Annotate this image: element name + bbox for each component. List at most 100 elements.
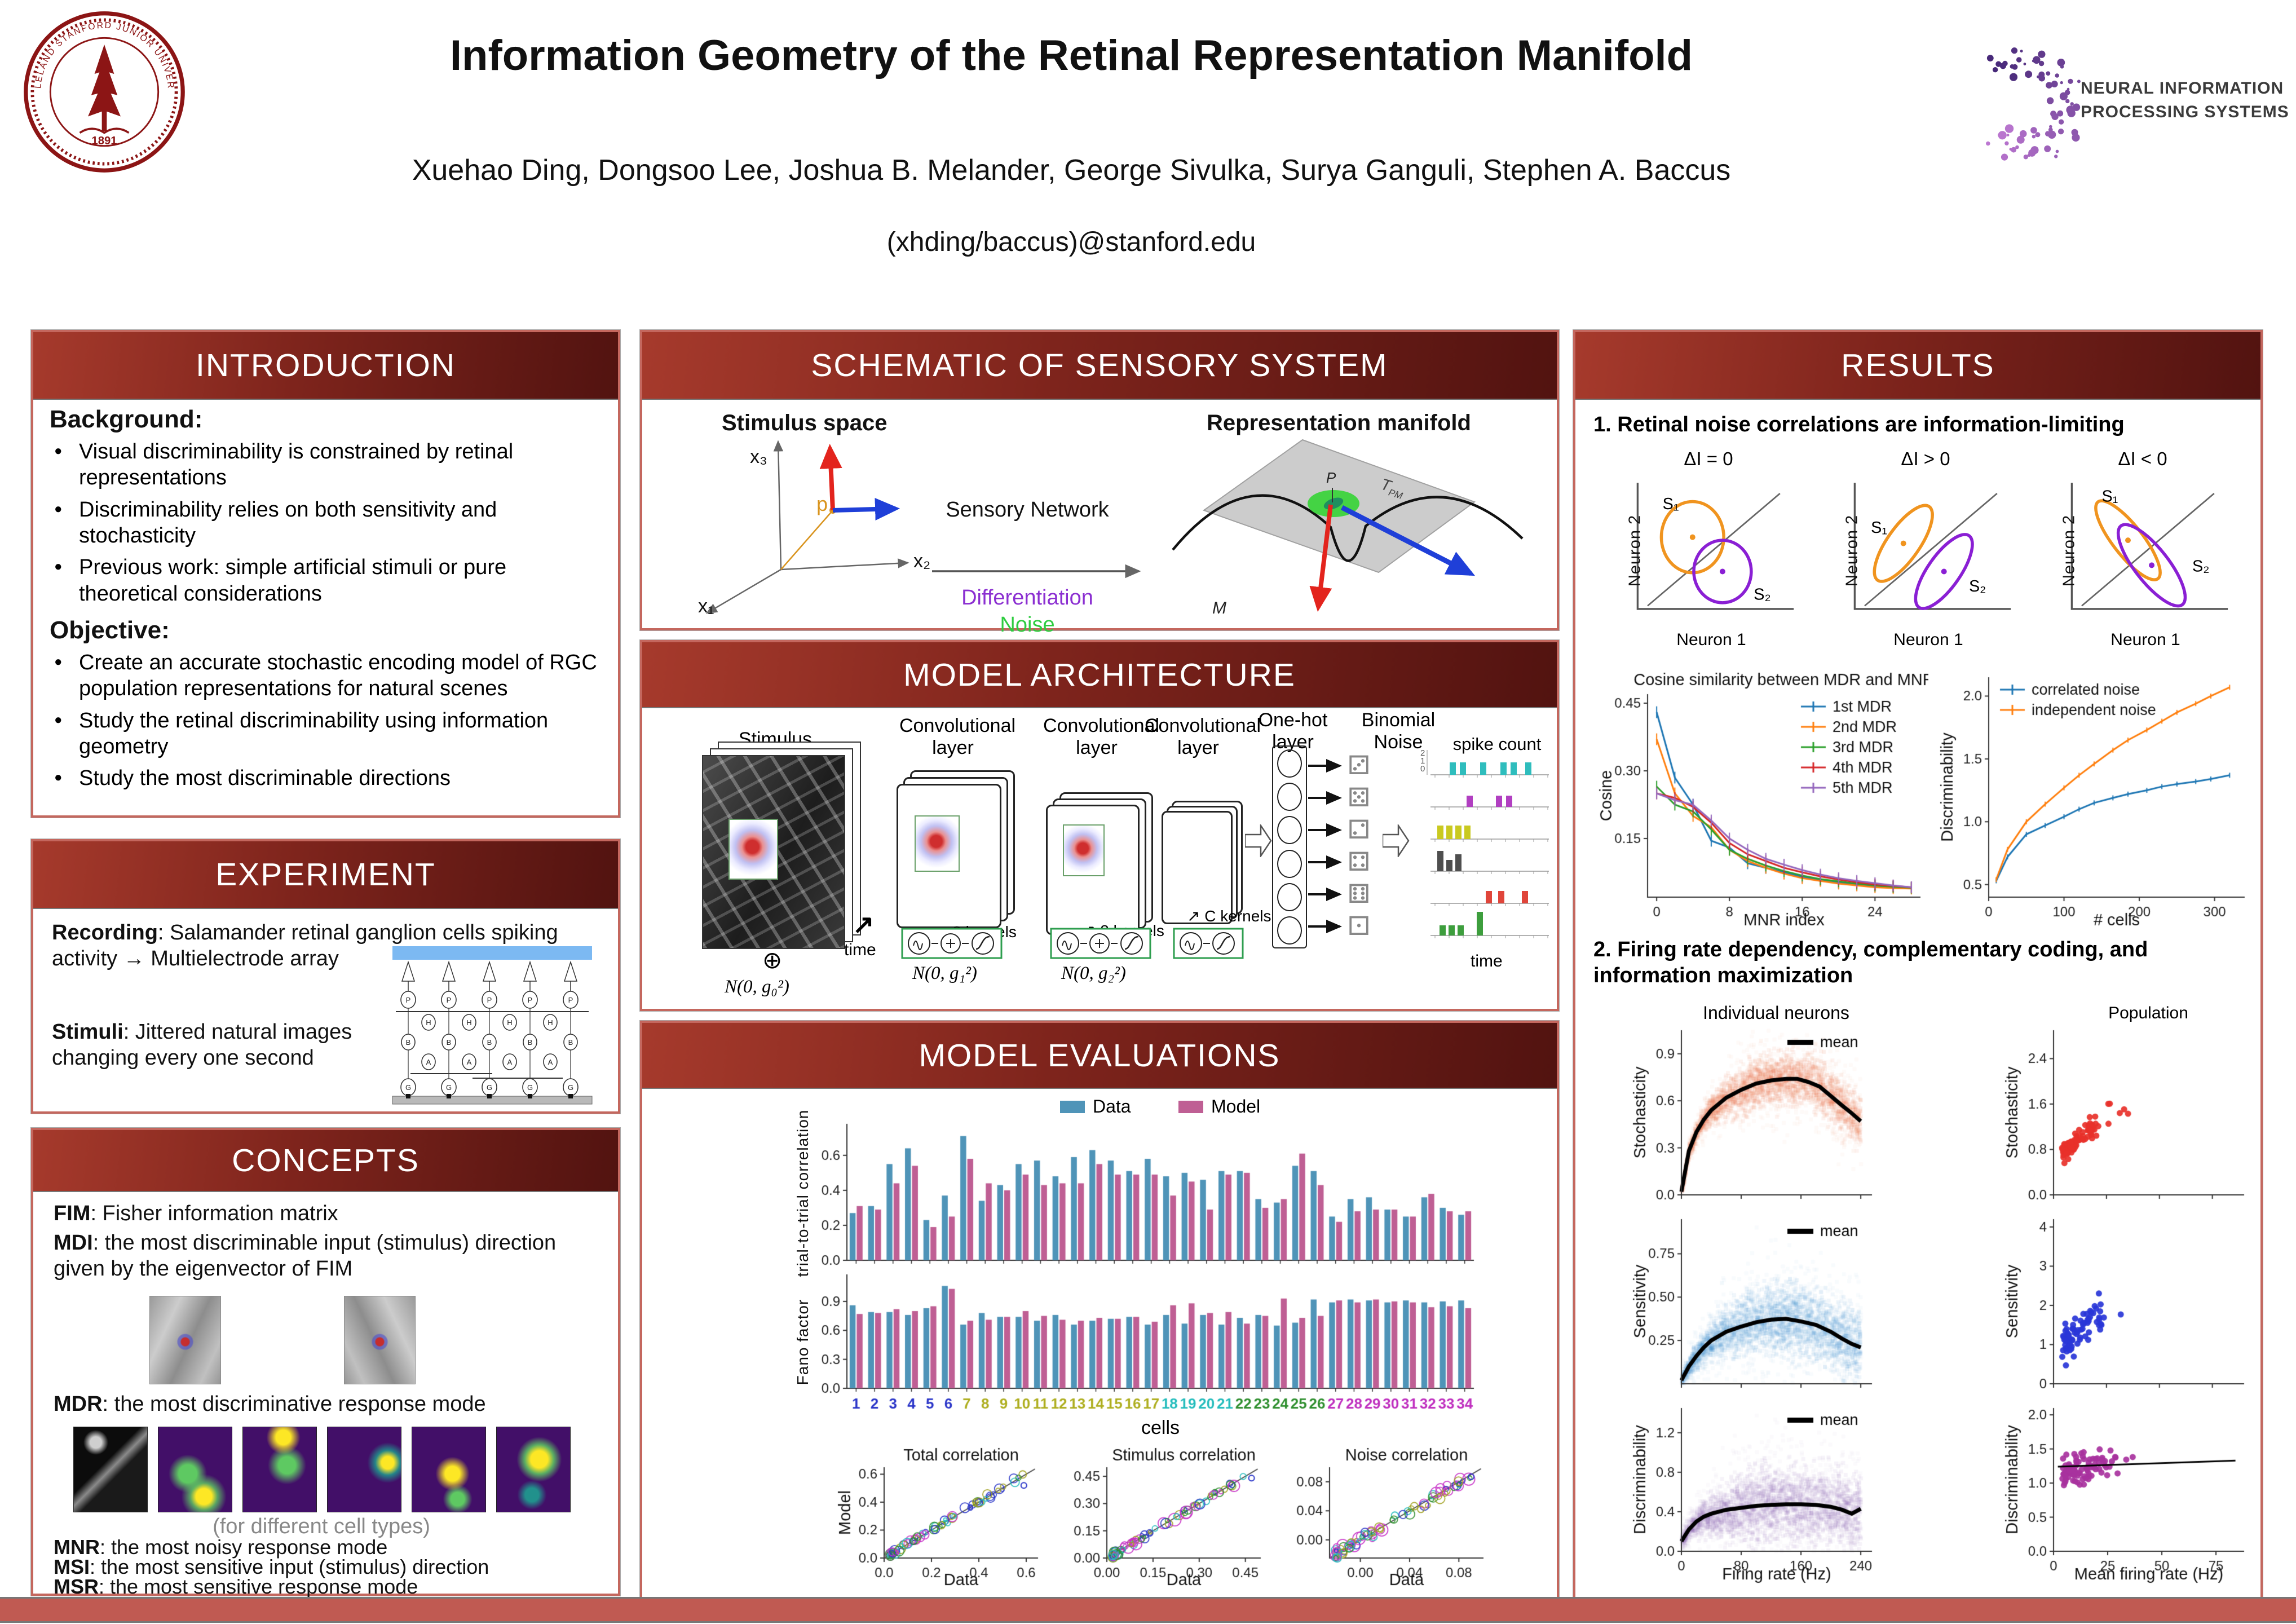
svg-text:A: A bbox=[507, 1058, 513, 1066]
section-title: EXPERIMENT bbox=[215, 857, 436, 893]
svg-text:P: P bbox=[528, 996, 533, 1004]
svg-text:G: G bbox=[446, 1083, 452, 1092]
conv-layer-label: Convolutional layer bbox=[899, 715, 1016, 759]
results-heading-1: 1. Retinal noise correlations are inform… bbox=[1593, 413, 2125, 436]
die-icon: ⚅ bbox=[1348, 879, 1370, 908]
ylabel-neuron2: Neuron 2 bbox=[2060, 514, 2078, 587]
mdr-mode-image bbox=[73, 1427, 148, 1512]
seal-tree bbox=[88, 44, 121, 131]
background-label: Background: bbox=[50, 405, 203, 433]
conv3-kernels-label: ↗ C kernels bbox=[1187, 907, 1271, 925]
onehot-layer bbox=[1272, 745, 1307, 948]
svg-text:A: A bbox=[548, 1058, 553, 1066]
section-title: SCHEMATIC OF SENSORY SYSTEM bbox=[811, 347, 1388, 383]
section-header-schematic: SCHEMATIC OF SENSORY SYSTEM bbox=[642, 332, 1557, 400]
list-item: Previous work: simple artificial stimuli… bbox=[50, 554, 605, 607]
differentiation-label: Differentiation bbox=[961, 586, 1093, 610]
col-individual-neurons: Individual neurons bbox=[1703, 1003, 1849, 1023]
legend-model-swatch bbox=[1178, 1101, 1203, 1113]
svg-text:P: P bbox=[568, 996, 573, 1004]
onehot-unit bbox=[1277, 782, 1302, 811]
authors: Xuehao Ding, Dongsoo Lee, Joshua B. Mela… bbox=[412, 154, 1731, 187]
panel-title-dIneg: ΔI < 0 bbox=[2118, 448, 2167, 469]
die-icon: ⚀ bbox=[1348, 911, 1370, 941]
mdr-mode-image bbox=[412, 1427, 486, 1512]
spike-count-label: spike count bbox=[1452, 734, 1542, 754]
svg-text:1: 1 bbox=[1420, 756, 1425, 766]
objective-list: Create an accurate stochastic encoding m… bbox=[50, 650, 613, 797]
trial-correlation-bar-chart bbox=[784, 1119, 1494, 1267]
background-list: Visual discriminability is constrained b… bbox=[50, 439, 605, 612]
noise-ellipse-panel-2: S₁ S₂ bbox=[1853, 483, 2011, 610]
list-item: Create an accurate stochastic encoding m… bbox=[50, 650, 613, 702]
mdi-stimulus-image bbox=[149, 1296, 221, 1384]
stochasticity-cloud-chart bbox=[1630, 1023, 1878, 1210]
svg-text:B: B bbox=[406, 1038, 411, 1047]
axis-x2-label: x₂ bbox=[913, 550, 931, 572]
onehot-layer-label: One-hot layer bbox=[1258, 709, 1328, 753]
die-icon: ⚄ bbox=[1348, 783, 1370, 812]
section-header-architecture: MODEL ARCHITECTURE bbox=[642, 642, 1557, 708]
list-item: Study the retinal discriminability using… bbox=[50, 708, 613, 760]
receptive-field-patch bbox=[728, 819, 778, 880]
binomial-noise-label: Binomial Noise bbox=[1361, 709, 1436, 753]
flow-arrow bbox=[1245, 824, 1272, 857]
stimulus-space-label: Stimulus space bbox=[722, 411, 888, 435]
objective-label: Objective: bbox=[50, 616, 170, 644]
mdr-mode-image bbox=[327, 1427, 401, 1512]
xlabel-cells: cells bbox=[1141, 1417, 1180, 1438]
stimulus-space-axes bbox=[705, 440, 909, 614]
noise2-formula: N(0, g₂²) bbox=[1061, 963, 1126, 983]
svg-text:P: P bbox=[447, 996, 452, 1004]
concept-mnr: MNR: the most noisy response mode bbox=[54, 1535, 388, 1559]
section-experiment: EXPERIMENT bbox=[31, 839, 620, 1114]
section-title: MODEL ARCHITECTURE bbox=[903, 656, 1296, 693]
conv2-op-box bbox=[1050, 928, 1151, 959]
cell-types-caption: (for different cell types) bbox=[213, 1515, 430, 1538]
svg-text:H: H bbox=[547, 1018, 553, 1027]
svg-text:0: 0 bbox=[1420, 764, 1425, 774]
xlabel-neuron1: Neuron 1 bbox=[1893, 630, 1963, 649]
recording-text: Recording: Salamander retinal ganglion c… bbox=[52, 921, 558, 970]
neurips-logo-icon bbox=[1986, 47, 2081, 161]
svg-text:B: B bbox=[528, 1038, 533, 1047]
stimulus-correlation-scatter bbox=[1057, 1444, 1269, 1593]
ylabel-neuron2: Neuron 2 bbox=[1843, 514, 1861, 587]
concept-msr: MSR: the most sensitive response mode bbox=[54, 1575, 418, 1598]
concept-msi: MSI: the most sensitive input (stimulus)… bbox=[54, 1555, 489, 1578]
col-population: Population bbox=[2108, 1004, 2188, 1022]
section-header-results: RESULTS bbox=[1575, 332, 2260, 400]
conv3-layer-card bbox=[1162, 811, 1233, 924]
panel-title-dIpos: ΔI > 0 bbox=[1901, 448, 1950, 469]
representation-manifold-label: Representation manifold bbox=[1207, 411, 1471, 435]
svg-text:G: G bbox=[487, 1083, 492, 1092]
svg-text:H: H bbox=[466, 1018, 471, 1027]
concept-fim: FIM: Fisher information matrix bbox=[54, 1202, 338, 1225]
point-p-label: p bbox=[816, 492, 828, 515]
section-header-introduction: INTRODUCTION bbox=[33, 332, 618, 400]
mdr-mode-image bbox=[496, 1427, 571, 1512]
onehot-unit bbox=[1277, 816, 1302, 845]
xlabel-neuron1: Neuron 1 bbox=[2110, 630, 2180, 649]
conv1-op-box bbox=[901, 928, 1003, 959]
list-item: Study the most discriminable directions bbox=[50, 765, 613, 791]
discriminability-cells-chart bbox=[1937, 668, 2253, 933]
section-header-experiment: EXPERIMENT bbox=[33, 841, 618, 909]
ylabel-fano-factor: Fano factor bbox=[794, 1299, 811, 1385]
noise-correlation-scatter bbox=[1280, 1444, 1491, 1593]
noise1-formula: N(0, g₁²) bbox=[912, 963, 977, 983]
contact-email: (xhding/baccus)@stanford.edu bbox=[886, 227, 1256, 257]
stanford-seal: LELAND STANFORD JUNIOR UNIVERSITY 1891 bbox=[23, 10, 185, 173]
die-icon: ⚂ bbox=[1348, 751, 1370, 780]
conv1-kernel-patch bbox=[915, 815, 960, 872]
svg-text:G: G bbox=[568, 1083, 573, 1092]
legend-model-label: Model bbox=[1211, 1096, 1261, 1116]
svg-text:G: G bbox=[527, 1083, 533, 1092]
time-arrow-icon: ↗ bbox=[853, 910, 875, 939]
conv-layer-label: Convolutional layer bbox=[1043, 715, 1160, 759]
mdr-mode-image bbox=[158, 1427, 232, 1512]
sensitivity-cloud-chart bbox=[1630, 1212, 1878, 1398]
section-title: MODEL EVALUATIONS bbox=[919, 1037, 1281, 1074]
manifold-M-label: M bbox=[1212, 599, 1226, 617]
